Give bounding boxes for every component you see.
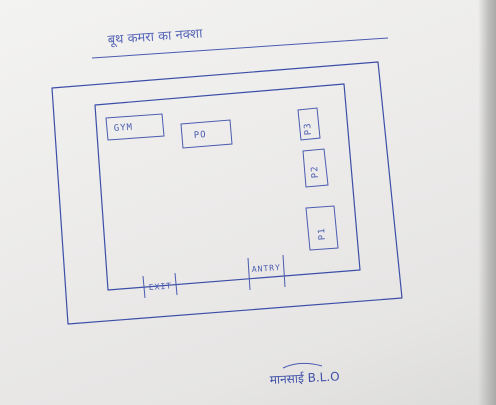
p2-label: P2: [310, 165, 321, 179]
p3-label: P3: [303, 122, 314, 136]
p2-box: [302, 148, 329, 188]
title-underline: [91, 37, 389, 59]
entry-label: ANTRY: [252, 263, 282, 274]
exit-label: EXIT: [149, 281, 173, 292]
signature-flourish: [282, 362, 323, 369]
p3-box: [297, 107, 321, 141]
paper-shadow-edge: [478, 0, 496, 405]
po-box: [180, 119, 233, 149]
gym-label: GYM: [114, 123, 134, 134]
exit-door-right-mark: [174, 272, 178, 296]
signature: मानसाई B.L.O: [269, 369, 340, 387]
entry-door-left-mark: [247, 257, 251, 291]
map-title: बूथ कमरा का नक्शा: [107, 26, 203, 48]
entry-door-right-mark: [282, 254, 286, 288]
p1-box: [305, 205, 339, 251]
po-label: PO: [194, 130, 208, 141]
outer-boundary: [51, 61, 403, 325]
p1-label: P1: [317, 227, 328, 241]
gym-box: [105, 113, 165, 141]
inner-room: [94, 83, 361, 291]
exit-door-left-mark: [142, 275, 146, 299]
